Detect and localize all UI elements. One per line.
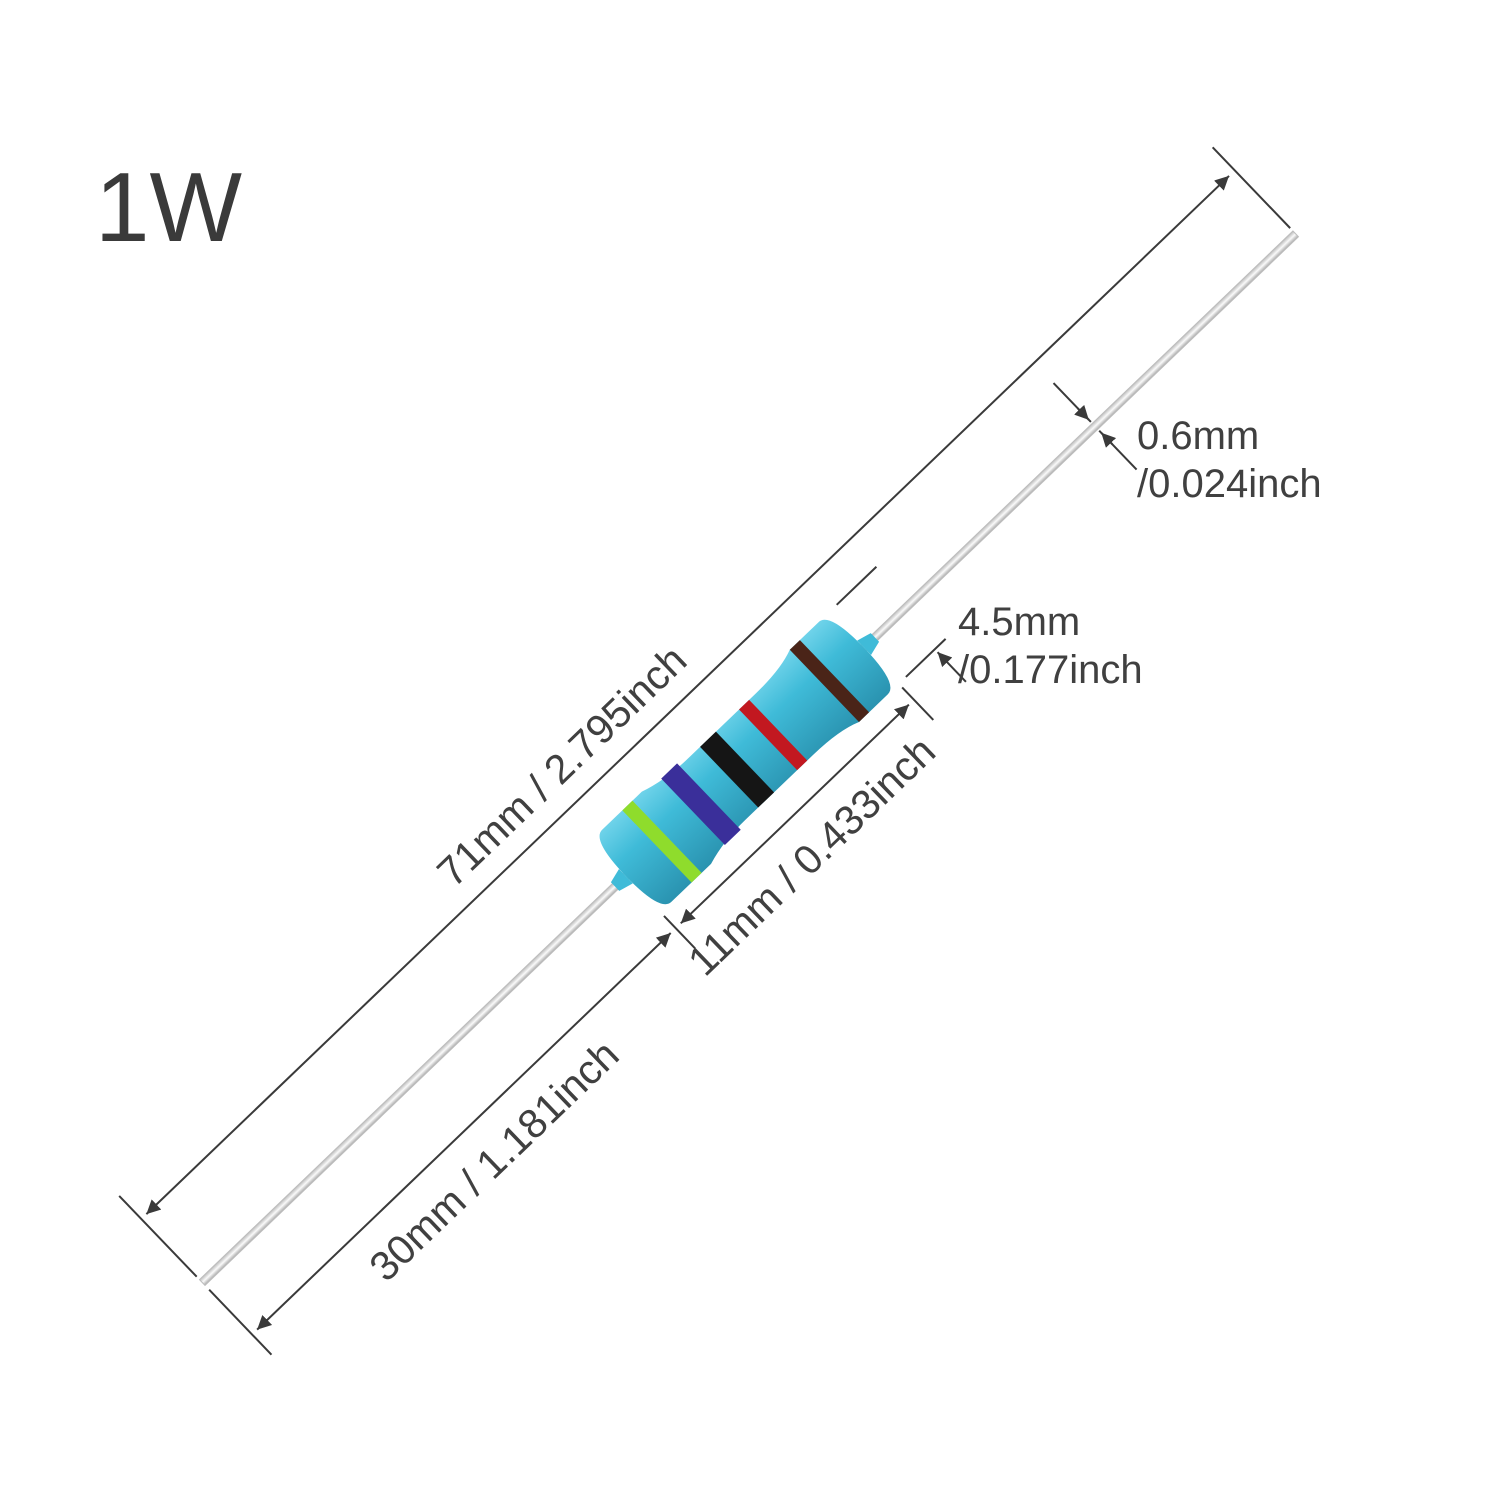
resistor-body	[599, 619, 891, 905]
lead-diameter-label: 0.6mm /0.024inch	[1137, 412, 1322, 508]
lead-diameter-arrow-top	[1052, 382, 1090, 421]
body-diameter-arrow	[936, 651, 967, 683]
body-diameter-label: 4.5mm /0.177inch	[958, 598, 1143, 694]
total-length-dimension-line	[145, 175, 1230, 1215]
body-diameter-inch: /0.177inch	[958, 648, 1143, 692]
lead-diameter-inch: /0.024inch	[1137, 462, 1322, 506]
lead-diameter-arrow-bottom	[1100, 432, 1138, 471]
lead-diameter-mm: 0.6mm	[1137, 414, 1260, 458]
lead-length-dimension-line	[256, 932, 672, 1331]
lead-length-label: 30mm / 1.181inch	[361, 1031, 628, 1290]
body-diameter-mm: 4.5mm	[958, 600, 1081, 644]
body-length-dimension-line	[680, 703, 910, 925]
